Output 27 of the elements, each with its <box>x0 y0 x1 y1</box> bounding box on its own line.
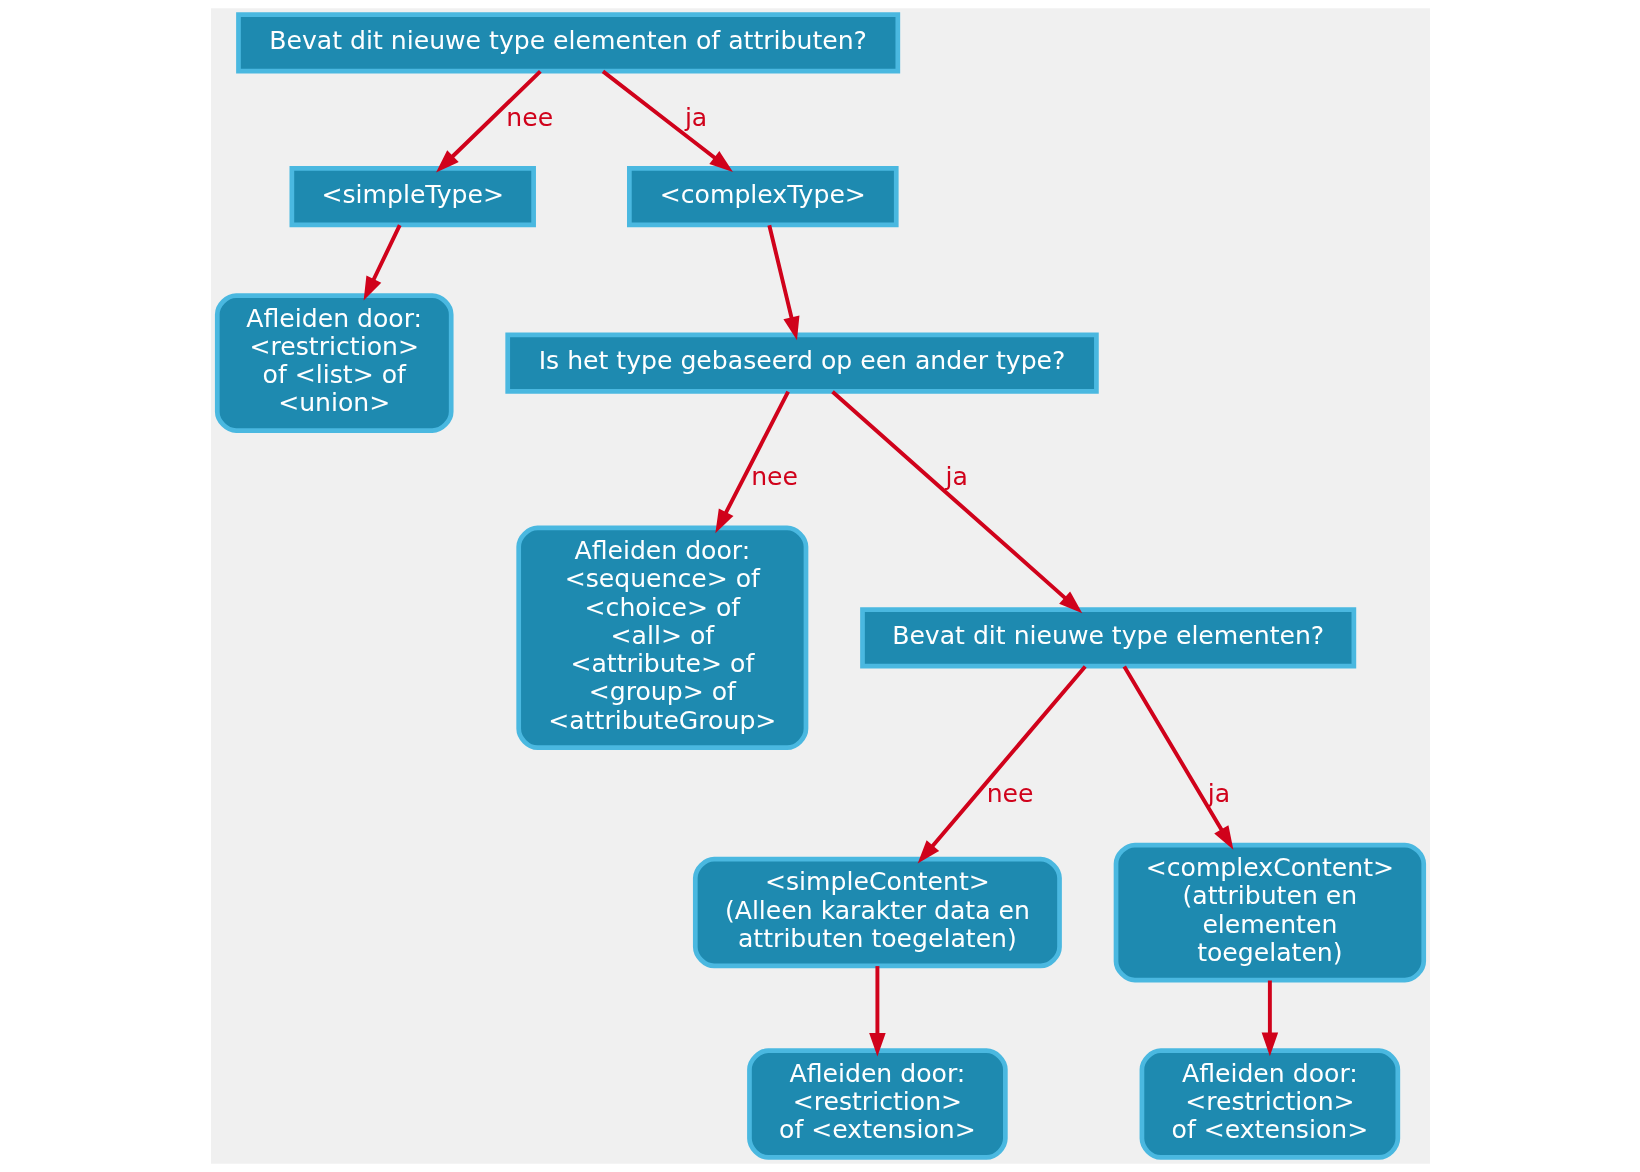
arrow <box>435 69 542 173</box>
arrow <box>766 224 799 341</box>
edge-label: ja <box>1207 779 1230 809</box>
node-box: Afleiden door: <restriction> of <extension> <box>1139 1048 1400 1160</box>
edge-label: nee <box>505 102 553 132</box>
node-box: <simpleContent> (Alleen karakter data en attributen toegelaten) <box>692 856 1062 969</box>
edge-label: nee <box>750 462 798 492</box>
edge-label: nee <box>986 779 1033 809</box>
arrow <box>714 390 790 534</box>
arrow <box>601 69 733 173</box>
node-box: <complexType> <box>626 166 899 228</box>
node-box: Afleiden door: <restriction> of <list> of <union> <box>214 293 454 433</box>
arrow <box>830 390 1082 614</box>
node-box: Afleiden door: <sequence> of <choice> of <all> of <attribute> of <group> of <attributeGroup> <box>515 525 808 751</box>
node-box: Is het type gebaseerd op een ander type? <box>504 332 1099 394</box>
arrow <box>917 665 1087 864</box>
arrow <box>1122 665 1233 850</box>
node-box: Bevat dit nieuwe type elementen? <box>859 607 1356 669</box>
node-box: <simpleType> <box>289 166 536 228</box>
arrow <box>363 224 402 301</box>
node-box: Afleiden door: <restriction> of <extension> <box>746 1048 1008 1160</box>
node-box: Bevat dit nieuwe type elementen of attributen? <box>235 12 900 74</box>
edge-label: ja <box>684 102 707 132</box>
node-box: <complexContent> (attributen en elementen toegelaten) <box>1113 842 1426 983</box>
arrow <box>1261 980 1278 1057</box>
arrow <box>868 966 886 1057</box>
edge-label: ja <box>945 462 968 492</box>
